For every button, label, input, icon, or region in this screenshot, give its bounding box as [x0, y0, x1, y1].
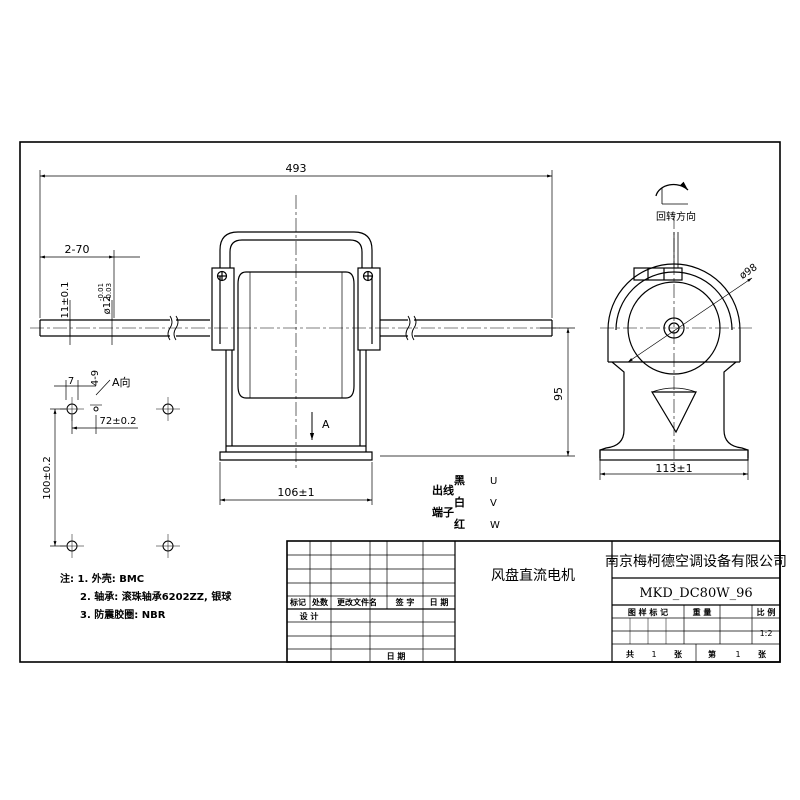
- sheet-total-pre: 共: [626, 649, 634, 659]
- model-number: MKD_DC80W_96: [639, 586, 752, 601]
- hole-pattern-view: [60, 397, 180, 558]
- sheet-unit-1: 张: [674, 650, 683, 659]
- front-dims: [39, 170, 575, 505]
- dim-overall-length: 493: [286, 162, 307, 175]
- dim-shaft-tol-up: -0.01: [97, 283, 105, 301]
- side-dims: [600, 277, 753, 476]
- dim-hole-spacing-x: 72±0.2: [99, 416, 136, 427]
- rev-header-count: 处数: [311, 597, 329, 607]
- wire-phase-u: U: [490, 476, 497, 487]
- dim-bracket-width: 106±1: [277, 486, 314, 499]
- hole-dims: [50, 379, 138, 547]
- dim-shaft-dia: ø12: [102, 296, 113, 315]
- note-2: 2. 轴承: 滚珠轴承6202ZZ, 银球: [80, 590, 232, 603]
- rev-header-file: 更改文件名: [337, 597, 377, 607]
- dim-slot-size: 4-9: [90, 370, 101, 386]
- rev-header-sign: 签 字: [395, 597, 415, 607]
- sign-date: 日 期: [387, 651, 406, 661]
- dim-outer-dia: ø98: [738, 262, 760, 282]
- arrow-a-label: A: [322, 418, 330, 431]
- prop-header-drawing-mark: 图 样 标 记: [628, 607, 668, 617]
- leads-label-top: 出线: [432, 483, 454, 497]
- title-block: [286, 540, 781, 663]
- rotation-label: 回转方向: [656, 210, 696, 223]
- dim-shaft-tol-dn: -0.03: [105, 283, 113, 301]
- wire-phase-v: V: [490, 498, 497, 509]
- sheet-no-pre: 第: [708, 649, 716, 659]
- rev-header-date: 日 期: [430, 597, 449, 607]
- front-view: [30, 195, 560, 470]
- wire-phase-w: W: [490, 520, 500, 531]
- wire-color-v: 白: [454, 495, 465, 509]
- dim-flat: 11±0.1: [60, 281, 71, 318]
- dim-shaft-ext: 2-70: [65, 243, 90, 256]
- sheet-unit-2: 张: [758, 650, 767, 659]
- rev-header-mark: 标记: [289, 597, 306, 607]
- dim-base-width: 113±1: [655, 462, 692, 475]
- leads-label-bottom: 端子: [432, 505, 454, 519]
- dim-center-height: 95: [552, 387, 565, 401]
- note-1: 注: 1. 外壳: BMC: [60, 572, 144, 585]
- prop-header-scale: 比 例: [757, 607, 776, 617]
- wire-color-u: 黑: [454, 474, 465, 487]
- dim-hole-spacing-y: 100±0.2: [42, 456, 53, 499]
- prop-header-weight: 重 量: [693, 607, 712, 617]
- dim-hole-offset: 7: [68, 376, 74, 387]
- sheet-no: 1: [735, 650, 740, 659]
- view-a-label: A向: [112, 375, 131, 389]
- company-name: 南京梅柯德空调设备有限公司: [605, 553, 787, 570]
- note-3: 3. 防震胶圈: NBR: [80, 608, 166, 621]
- scale-value: 1:2: [760, 629, 773, 638]
- wire-color-w: 红: [454, 517, 465, 531]
- side-view: [599, 181, 752, 480]
- sign-design: 设 计: [300, 611, 319, 621]
- sheet-total: 1: [651, 650, 656, 659]
- product-name: 风盘直流电机: [491, 567, 575, 584]
